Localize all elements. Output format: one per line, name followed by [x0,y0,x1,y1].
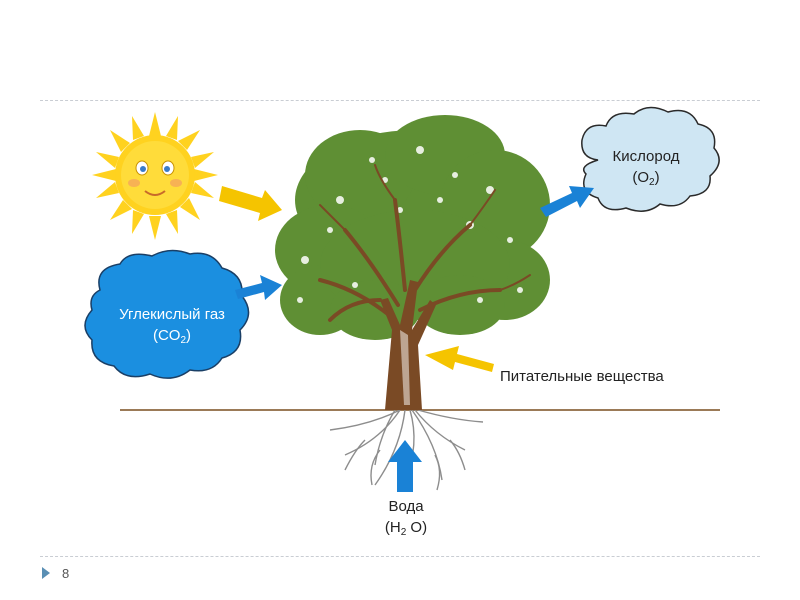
co2-arrow-icon [235,275,282,300]
sunlight-arrow-icon [219,186,282,221]
co2-formula: (CO2) [152,327,192,346]
co2-name: Углекислый газ [119,306,225,323]
oxygen-formula: (O2) [632,169,660,188]
bottom-divider [40,556,760,557]
oxygen-name: Кислород [612,148,680,165]
water-formula: (H2 O) [384,519,428,538]
water-arrow-icon [388,440,422,492]
nutrients-arrow-icon [425,346,494,372]
co2-cloud-icon [84,249,250,379]
roots-icon [329,409,484,491]
top-divider [40,100,760,101]
sun-icon [92,112,218,240]
oxygen-arrow-icon [540,186,594,217]
nutrients-label: Питательные вещества [500,368,664,385]
water-label: Вода (H2 O) [378,498,434,538]
page-number: 8 [62,566,70,581]
oxygen-label: Кислород (O2) [606,148,686,188]
tree-icon [275,115,550,410]
oxygen-cloud-icon [581,106,720,212]
water-name: Вода [388,498,424,515]
slide-bullet-icon [42,567,50,579]
co2-label: Углекислый газ (CO2) [102,306,242,346]
